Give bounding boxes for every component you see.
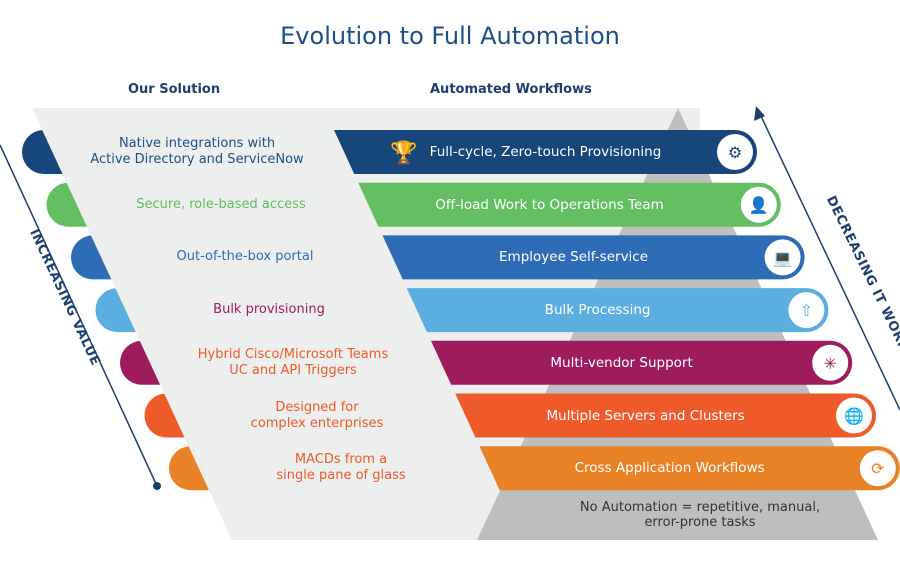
operator-person-icon [740, 186, 777, 223]
workflow-band [382, 235, 805, 280]
workflow-label: Cross Application Workflows [574, 460, 765, 477]
solution-line: UC and API Triggers [229, 362, 357, 378]
footer-line-2: error-prone tasks [644, 515, 756, 530]
workflow-label: Full-cycle, Zero-touch Provisioning [429, 144, 662, 160]
solution-line: complex enterprises [250, 415, 384, 431]
solution-line: Designed for [275, 399, 359, 415]
trophy-icon: 🏆 [390, 140, 417, 166]
decreasing-workload-axis [759, 113, 900, 411]
workflow-label: Employee Self-service [499, 249, 649, 266]
workflow-band [479, 446, 900, 491]
operator-person-icon-glyph: 👤 [749, 196, 769, 215]
workflow-band [334, 130, 757, 174]
workflow-label: Bulk Processing [544, 302, 651, 319]
arrow-head-icon [754, 106, 765, 121]
solution-line: Hybrid Cisco/Microsoft Teams [197, 346, 389, 362]
page-title: Evolution to Full Automation [280, 22, 620, 50]
solution-line: Active Directory and ServiceNow [90, 152, 304, 167]
globe-icon-glyph: 🌐 [844, 407, 864, 426]
solution-line: Bulk provisioning [213, 302, 325, 318]
axis-end-dot [153, 482, 161, 490]
solution-line: Out-of-the-box portal [176, 249, 314, 265]
user-at-computer-icon [764, 239, 801, 276]
gear-arrow-icon [717, 134, 753, 170]
workflow-label: Multiple Servers and Clusters [546, 407, 745, 424]
workflow-band [430, 340, 853, 385]
no-automation-note: No Automation = repetitive, manual, erro… [580, 500, 820, 530]
solution-label: Bulk provisioning [213, 302, 325, 318]
app-workflow-icon-glyph: ⟳ [871, 459, 885, 478]
solution-label: Secure, role-based access [136, 197, 305, 213]
solution-line: single pane of glass [276, 468, 406, 484]
network-nodes-icon-glyph: ✳ [823, 354, 836, 373]
workflow-band [406, 288, 829, 333]
globe-icon [836, 397, 872, 434]
upload-box-icon [788, 292, 825, 329]
network-nodes-icon [812, 344, 849, 381]
workflow-band [455, 393, 877, 438]
workflow-label: Off-load Work to Operations Team [435, 196, 664, 213]
our-solution-header: Our Solution [128, 82, 221, 97]
automated-workflows-header: Automated Workflows [430, 82, 592, 97]
solution-line: Secure, role-based access [136, 196, 306, 212]
solution-line: Native integrations with [118, 136, 276, 151]
footer-line-1: No Automation = repetitive, manual, [579, 500, 821, 515]
solution-label: Out-of-the-box portal [177, 249, 314, 265]
gear-arrow-icon-glyph: ⚙ [728, 143, 742, 162]
workflow-band [358, 182, 781, 227]
upload-box-icon-glyph: ⇧ [800, 301, 813, 320]
solution-line: MACDs from a [294, 452, 388, 468]
increasing-value-axis [0, 144, 158, 487]
app-workflow-icon [859, 450, 896, 487]
user-at-computer-icon-glyph: 💻 [773, 248, 793, 267]
workflow-label: Multi-vendor Support [550, 354, 693, 371]
